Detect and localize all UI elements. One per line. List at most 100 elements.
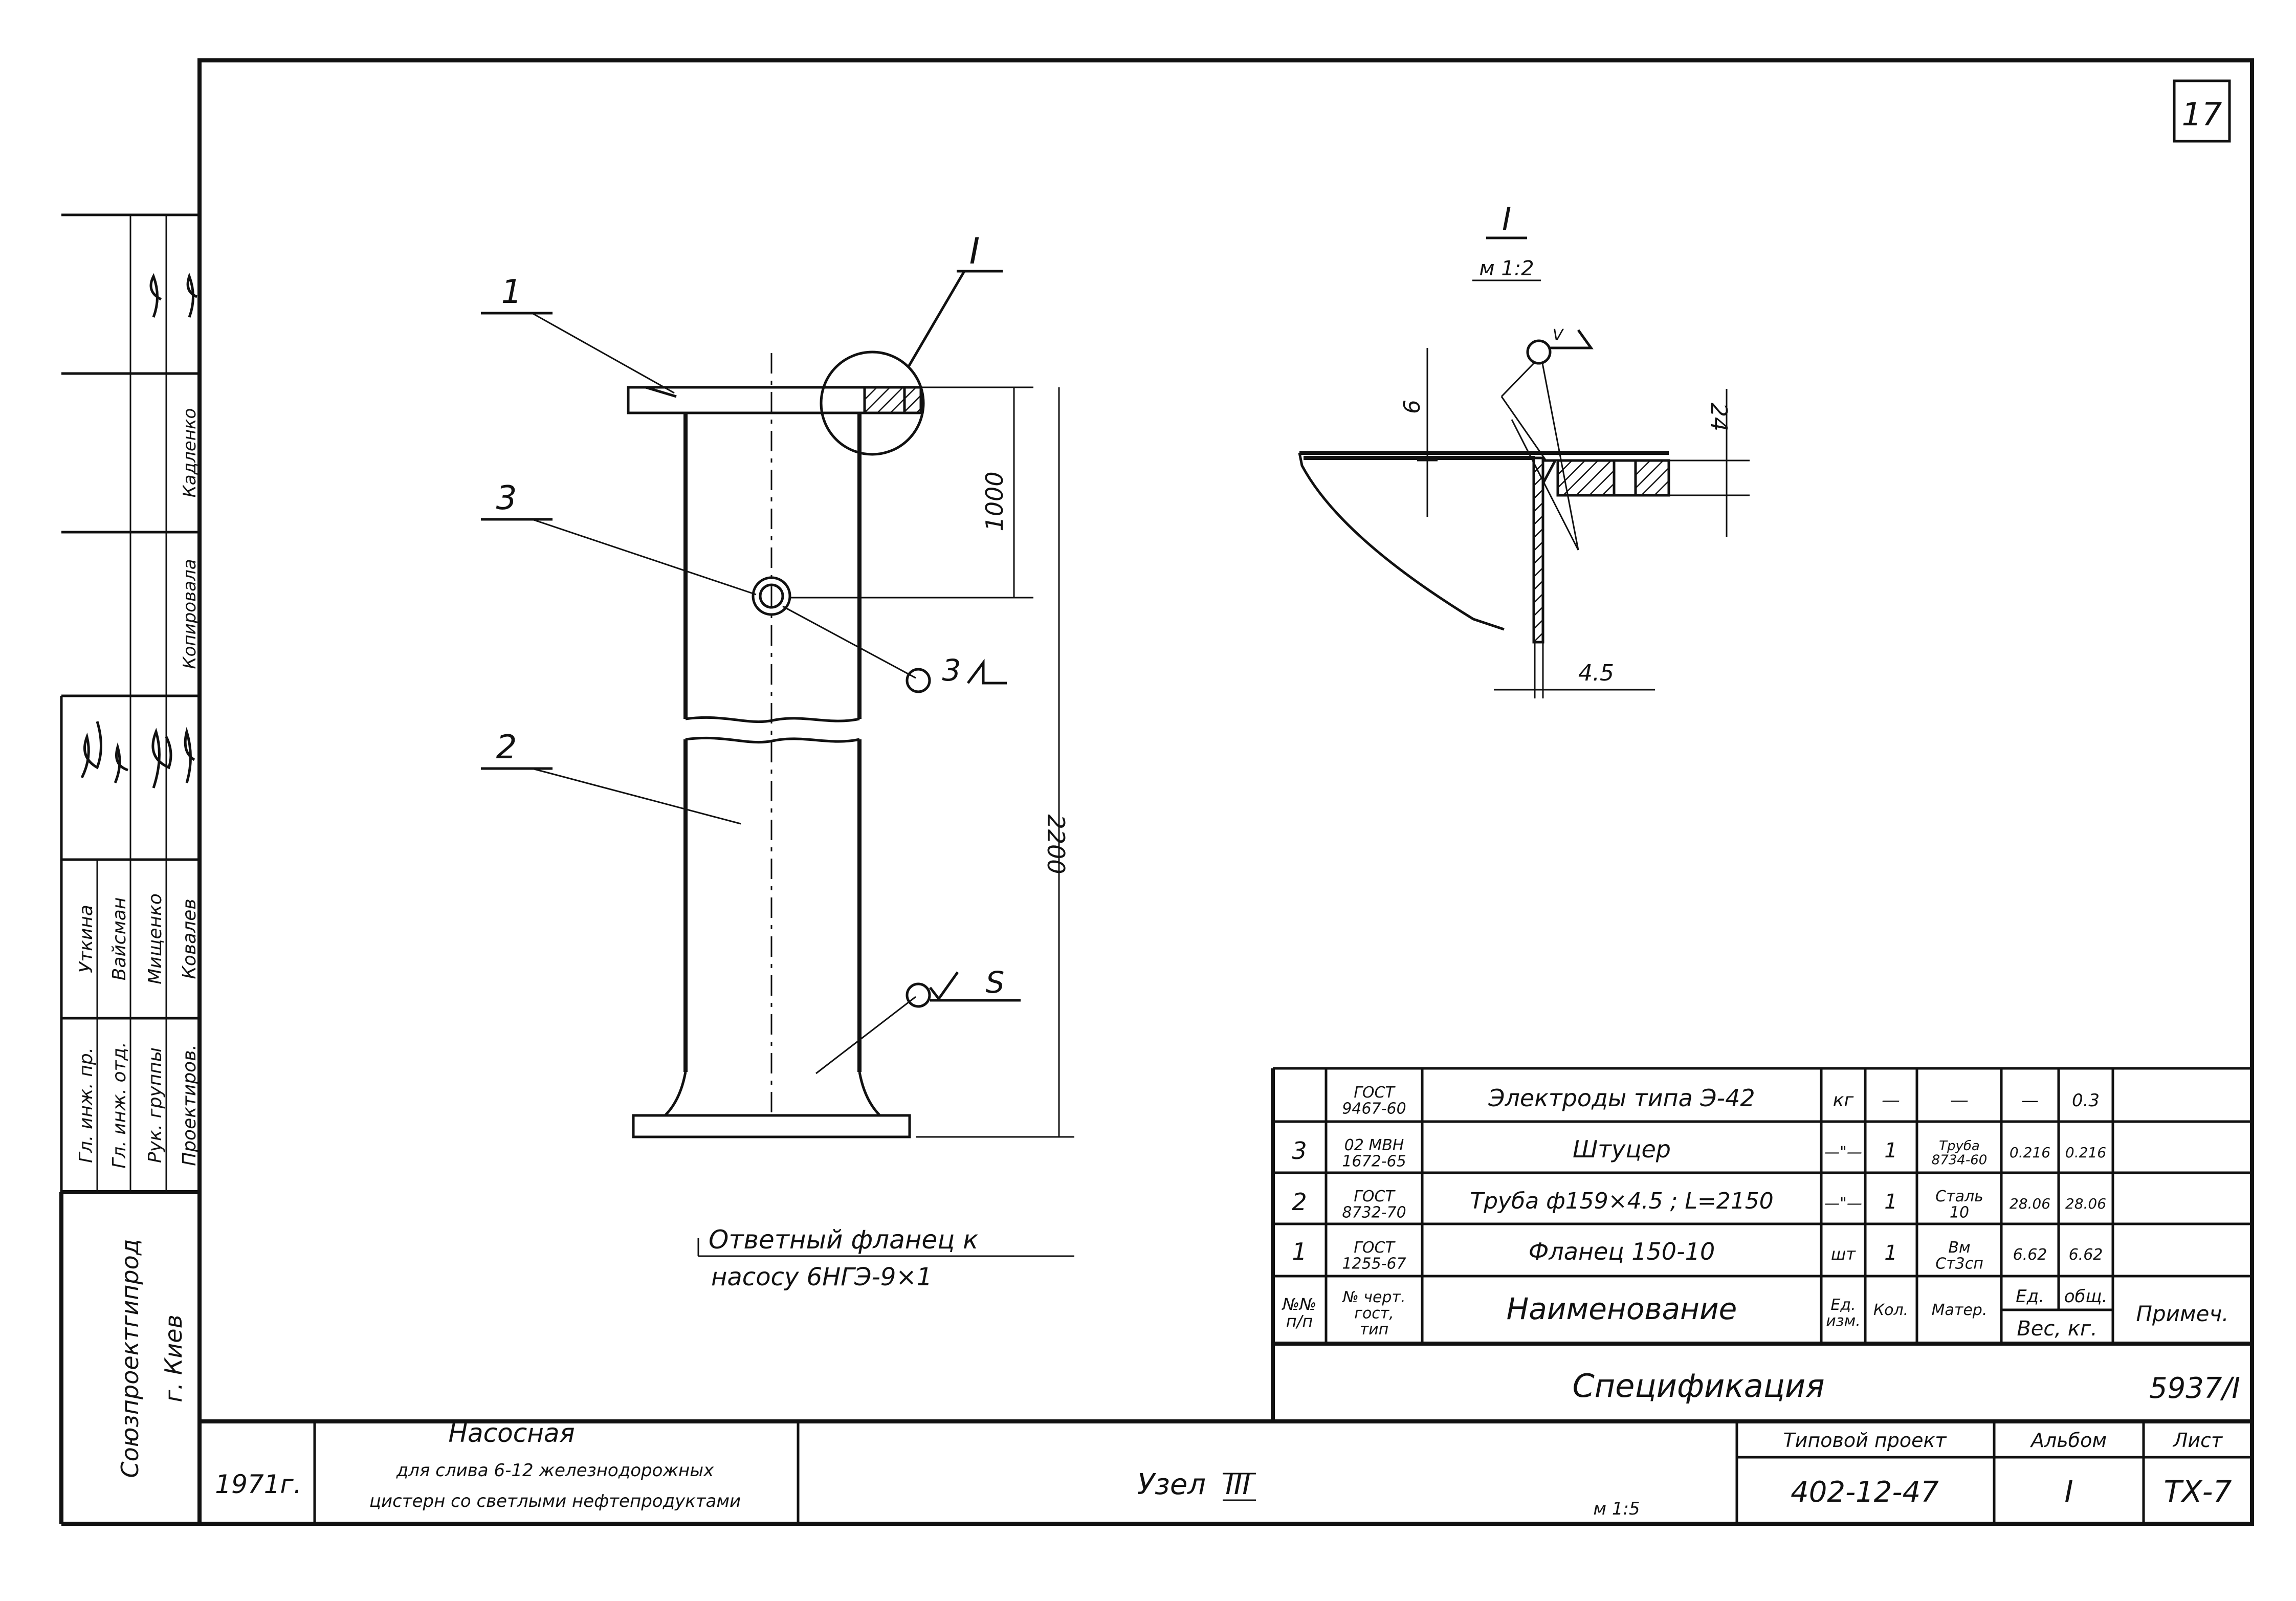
project-subtitle-1: для слива 6-12 железнодорожных — [396, 1460, 714, 1481]
stamp-role: Рук. группы — [145, 1047, 166, 1163]
stamp-name: Мищенко — [145, 893, 166, 984]
svg-text:—: — — [1950, 1090, 1969, 1111]
signature-mark — [114, 742, 128, 783]
specification-title: Спецификация — [1572, 1367, 1824, 1405]
org-name: Союзпроектгипрод — [116, 1239, 144, 1478]
svg-text:—"—: —"— — [1824, 1144, 1862, 1161]
svg-text:6.62: 6.62 — [2013, 1246, 2047, 1264]
svg-text:0.216: 0.216 — [2065, 1144, 2106, 1161]
svg-text:—: — — [2021, 1090, 2039, 1111]
signature-mark — [186, 272, 198, 318]
svg-text:Кол.: Кол. — [1873, 1301, 1908, 1319]
svg-text:Труба ф159×4.5 ; L=2150: Труба ф159×4.5 ; L=2150 — [1470, 1188, 1774, 1214]
svg-text:1: 1 — [1884, 1241, 1897, 1265]
node-label: Узел — [1137, 1468, 1206, 1501]
stamp-name: Уткина — [76, 905, 97, 973]
svg-text:кг: кг — [1833, 1090, 1855, 1111]
title-year: 1971г. — [215, 1470, 301, 1499]
detail-weld-symbol: V — [1553, 326, 1564, 344]
svg-text:общ.: общ. — [2064, 1286, 2108, 1307]
title-scale: м 1:5 — [1593, 1499, 1640, 1519]
detail-title: I — [1502, 201, 1511, 238]
detail-dim-24: 24 — [1706, 403, 1732, 431]
signature-mark — [184, 727, 195, 783]
title-block: 1971г. Насосная для слива 6-12 железнодо… — [200, 1418, 2252, 1524]
signature-mark — [149, 273, 162, 318]
weld-label-bottom: S — [986, 965, 1005, 1000]
stamp-name: Ковалев — [179, 898, 200, 979]
section-mark: I — [969, 230, 980, 272]
project-title: Насосная — [448, 1418, 575, 1448]
stamp-extra-role: Копировала — [180, 559, 200, 669]
leader-label-1: 1 — [501, 273, 522, 311]
project-subtitle-2: цистерн со светлыми нефтепродуктами — [369, 1491, 741, 1511]
svg-text:—: — — [1882, 1090, 1900, 1111]
sheet-number: 17 — [2182, 96, 2222, 133]
svg-text:Примеч.: Примеч. — [2136, 1301, 2228, 1326]
svg-text:3: 3 — [1292, 1137, 1307, 1165]
album-label: Альбом — [2029, 1429, 2107, 1452]
leader-label-3: 3 — [496, 479, 517, 517]
album-value: I — [2064, 1474, 2073, 1509]
leader-label-2: 2 — [496, 729, 517, 766]
stamp-role: Гл. инж. пр. — [76, 1047, 97, 1163]
svg-text:Матер.: Матер. — [1932, 1301, 1988, 1319]
svg-text:№ черт.гост,тип: № черт.гост,тип — [1342, 1288, 1406, 1339]
pipe-assembly-view: I 1 3 2 3 S 1000 2200 Ответный — [481, 230, 1074, 1291]
detail-dim-4-5: 4.5 — [1578, 660, 1614, 686]
svg-text:1: 1 — [1884, 1190, 1897, 1214]
side-stamp: Союзпроектгипрод г. Киев Гл. инж. пр. Гл… — [60, 213, 200, 1478]
svg-text:1: 1 — [1292, 1238, 1307, 1265]
mating-flange-note-2: насосу 6НГЭ-9×1 — [711, 1263, 932, 1291]
detail-dim-6: 6 — [1399, 400, 1425, 414]
signature-mark — [151, 728, 172, 788]
svg-text:28.06: 28.06 — [2010, 1195, 2050, 1212]
sheet-label: Лист — [2172, 1429, 2223, 1452]
dim-1000: 1000 — [981, 471, 1008, 531]
detail-view-I: I м 1:2 V 6 24 — [1298, 201, 1750, 698]
svg-text:1: 1 — [1884, 1139, 1897, 1163]
svg-text:Штуцер: Штуцер — [1573, 1135, 1671, 1163]
svg-text:Фланец 150-10: Фланец 150-10 — [1529, 1238, 1715, 1265]
typical-project-label: Типовой проект — [1783, 1429, 1947, 1452]
dim-2200: 2200 — [1042, 814, 1070, 874]
svg-text:—"—: —"— — [1824, 1195, 1862, 1213]
stamp-role: Проектиров. — [179, 1044, 200, 1166]
weld-label-top: 3 — [942, 653, 961, 688]
svg-text:0.3: 0.3 — [2072, 1090, 2100, 1111]
svg-text:2: 2 — [1292, 1188, 1307, 1216]
typical-project-value: 402-12-47 — [1791, 1476, 1939, 1509]
specification-code: 5937/I — [2149, 1372, 2240, 1405]
svg-text:шт: шт — [1831, 1244, 1856, 1264]
svg-text:Ед.изм.: Ед.изм. — [1826, 1296, 1861, 1330]
svg-text:0.216: 0.216 — [2010, 1144, 2050, 1161]
svg-text:28.06: 28.06 — [2065, 1195, 2106, 1212]
mating-flange-note-1: Ответный фланец к — [709, 1225, 978, 1255]
svg-text:Ед.: Ед. — [2016, 1286, 2044, 1307]
detail-scale: м 1:2 — [1479, 257, 1534, 280]
stamp-role: Гл. инж. отд. — [109, 1042, 130, 1169]
sheet-number-box: 17 — [2173, 79, 2231, 143]
org-city: г. Киев — [160, 1314, 187, 1402]
stamp-extra-role: Кадленко — [180, 408, 200, 498]
svg-text:Наименование: Наименование — [1507, 1291, 1737, 1326]
svg-text:Электроды типа Э-42: Электроды типа Э-42 — [1488, 1084, 1755, 1112]
stamp-name: Вайсман — [109, 897, 130, 981]
sheet-value: ТХ-7 — [2164, 1474, 2232, 1509]
svg-text:6.62: 6.62 — [2069, 1246, 2103, 1264]
